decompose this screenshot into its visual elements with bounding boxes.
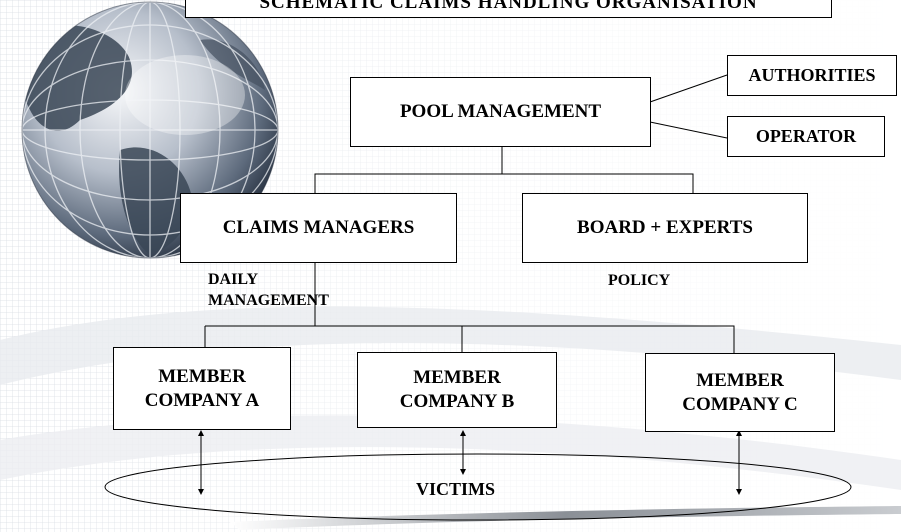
member-company-b-label: MEMBER COMPANY B	[399, 367, 515, 412]
claims-managers-box: CLAIMS MANAGERS	[180, 193, 457, 263]
member-company-a-label: MEMBER COMPANY A	[144, 365, 260, 411]
pool-management-label: POOL MANAGEMENT	[399, 101, 602, 123]
authorities-box: AUTHORITIES	[727, 55, 897, 96]
policy-label: POLICY	[608, 272, 671, 289]
board-experts-box: BOARD + EXPERTS	[522, 193, 808, 263]
pool-management-box: POOL MANAGEMENT	[350, 77, 651, 147]
slide-title: SCHEMATIC CLAIMS HANDLING ORGANISATION	[185, 0, 832, 18]
authorities-label: AUTHORITIES	[748, 65, 876, 86]
board-experts-label: BOARD + EXPERTS	[577, 217, 753, 239]
claims-managers-label: CLAIMS MANAGERS	[222, 217, 415, 239]
member-company-a-box: MEMBER COMPANY A	[113, 347, 291, 430]
member-company-b-box: MEMBER COMPANY B	[357, 352, 557, 428]
operator-box: OPERATOR	[727, 116, 885, 157]
daily-management-label: DAILY MANAGEMENT	[208, 271, 329, 309]
member-company-c-box: MEMBER COMPANY C	[645, 353, 835, 432]
slide-title-text: SCHEMATIC CLAIMS HANDLING ORGANISATION	[259, 0, 758, 14]
member-company-c-label: MEMBER COMPANY C	[682, 369, 798, 415]
operator-label: OPERATOR	[755, 126, 857, 147]
victims-label: VICTIMS	[416, 479, 496, 499]
